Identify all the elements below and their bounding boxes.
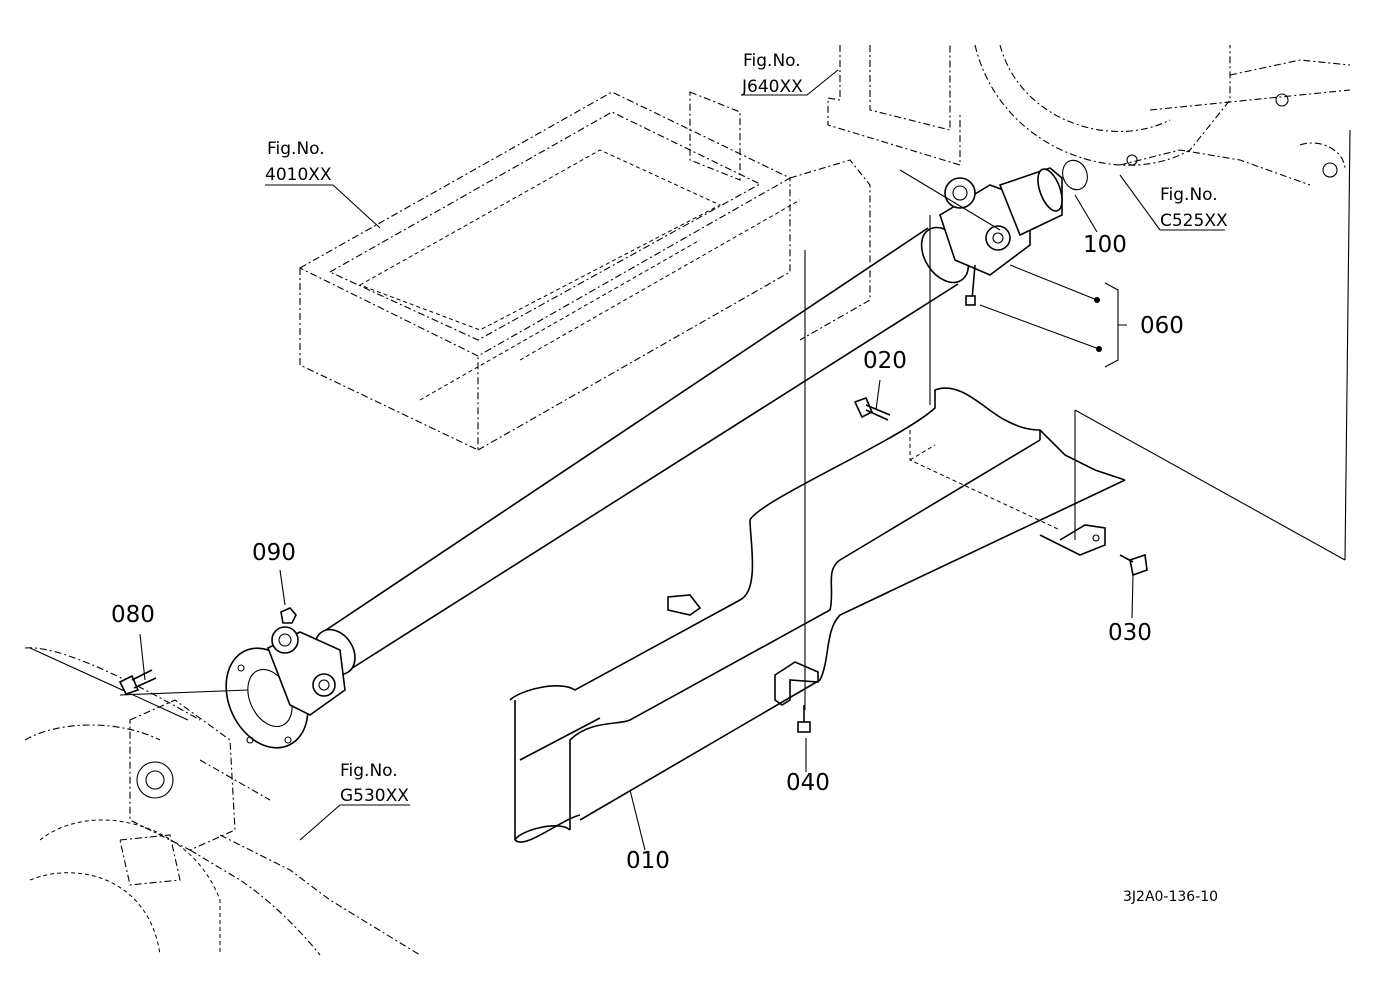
part-label-090: 090: [252, 540, 296, 566]
hardware: [118, 159, 1148, 733]
fig-ref-code-g530: G530XX: [340, 786, 409, 806]
figure-ref-leaders: [265, 69, 1225, 841]
fig-ref-title-g530: Fig.No.: [340, 761, 398, 781]
part-label-010: 010: [626, 848, 670, 874]
drawing-code: 3J2A0-136-10: [1123, 889, 1218, 905]
part-label-040: 040: [786, 770, 830, 796]
part-label-100: 100: [1083, 232, 1127, 258]
fig-ref-code-j640: J640XX: [741, 77, 803, 97]
fig-ref-title-c525: Fig.No.: [1160, 185, 1218, 205]
part-label-080: 080: [111, 602, 155, 628]
fig-ref-title-4010: Fig.No.: [267, 139, 325, 159]
oil-pan-ghost: [298, 91, 871, 451]
part-leaders: [139, 194, 1134, 851]
fig-ref-code-c525: C525XX: [1160, 211, 1228, 231]
fig-ref-title-j640: Fig.No.: [743, 51, 801, 71]
transmission-housing-ghost: [827, 44, 1351, 186]
rear-universal-joint: [939, 167, 1063, 306]
part-label-060: 060: [1140, 313, 1184, 339]
front-universal-joint: [225, 626, 346, 749]
part-label-030: 030: [1108, 620, 1152, 646]
part-label-020: 020: [863, 348, 907, 374]
reference-lines: [29, 129, 1351, 721]
shaft-cover: [509, 387, 1126, 843]
drive-shaft: [314, 226, 970, 676]
fig-ref-code-4010: 4010XX: [265, 165, 332, 185]
front-axle-ghost: [24, 647, 421, 956]
